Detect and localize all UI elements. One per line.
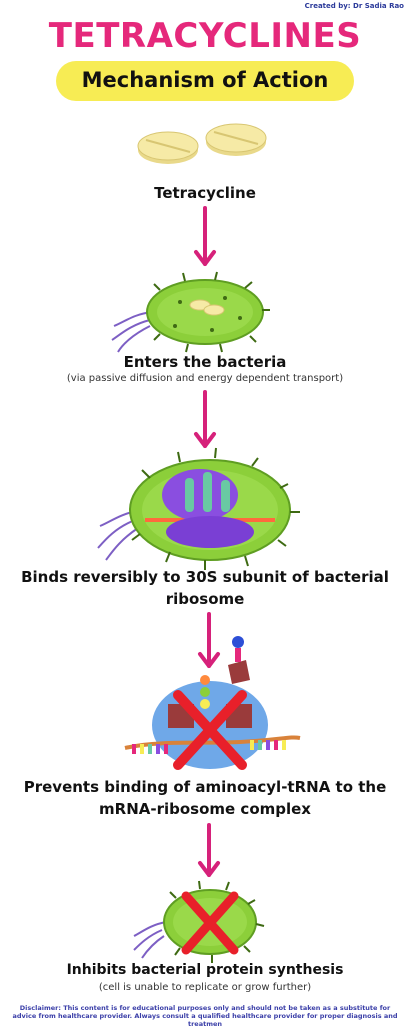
disclaimer-text: Disclaimer: This content is for educatio… [12, 1004, 398, 1028]
subtitle-pill [56, 61, 354, 101]
page-subtitle: Mechanism of Action [81, 68, 329, 92]
step-2-label: Enters the bacteria [123, 353, 287, 371]
step-3-label: Binds reversibly to 30S subunit of bacte… [21, 568, 389, 608]
step-5-label: Inhibits bacterial protein synthesis [66, 962, 344, 978]
page-title: TETRACYCLINES [48, 16, 362, 56]
step-5-note: (cell is unable to replicate or grow fur… [98, 982, 312, 993]
arrow-down-icon [194, 206, 216, 266]
arrow-down-icon [198, 823, 220, 877]
credit-text: Created by: Dr Sadia Rao [304, 2, 404, 10]
step-4-label: Prevents binding of aminoacyl-tRNA to th… [23, 778, 387, 818]
arrow-down-icon [194, 390, 216, 448]
step-2-note: (via passive diffusion and energy depend… [66, 373, 344, 384]
arrow-down-icon [198, 612, 220, 668]
step-1-label: Tetracycline [154, 184, 256, 202]
